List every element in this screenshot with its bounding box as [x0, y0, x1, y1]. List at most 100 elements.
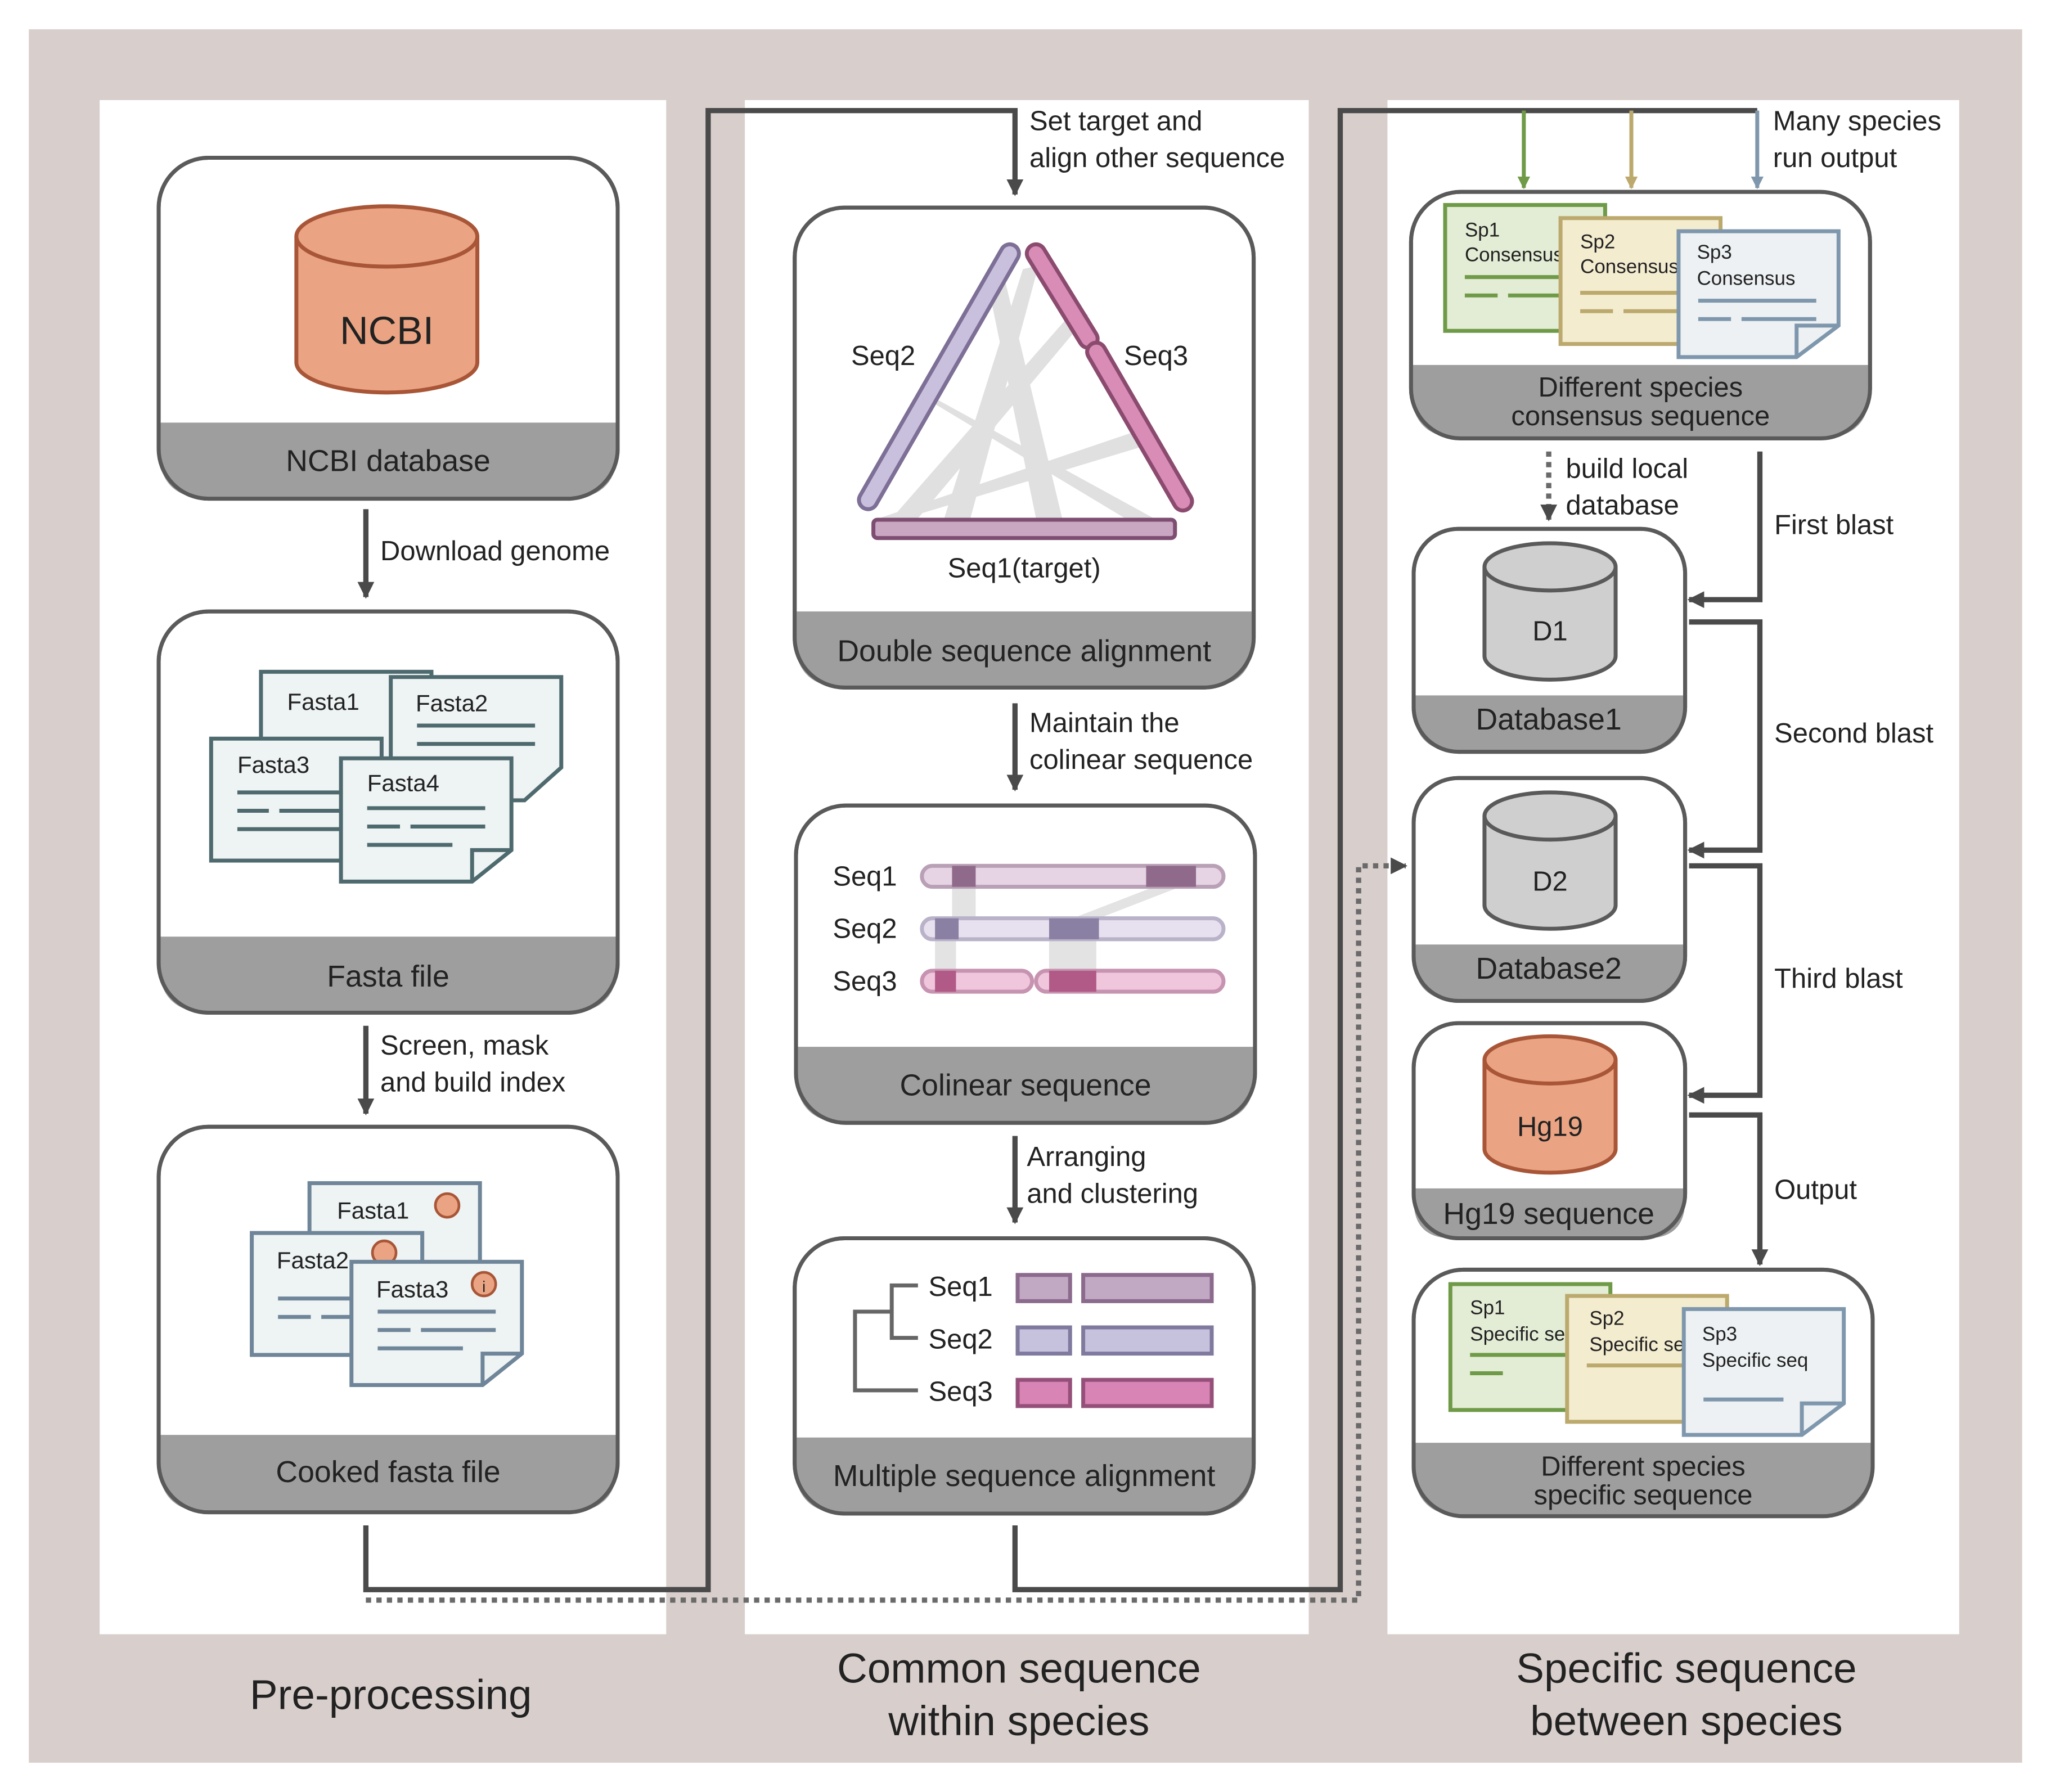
sp3-consensus-document-icon — [1676, 229, 1841, 359]
msa-tree-icon — [853, 1283, 918, 1393]
step-set-target-line1: Set target and — [1029, 106, 1202, 137]
hg19-box: Hg19 Hg19 sequence — [1411, 1021, 1688, 1240]
fasta3-doc-title: Fasta3 — [237, 751, 309, 778]
arrow-second-blast — [1687, 619, 1763, 859]
seq2-label: Seq2 — [851, 341, 915, 371]
colinear-box: Seq1 Seq2 Seq3 Colinear sequence — [794, 803, 1257, 1125]
sp1-specific-line2: Specific seq — [1470, 1323, 1576, 1345]
step-arranging-line2: and clustering — [1027, 1179, 1198, 1209]
msa-seq3-block-a — [1015, 1377, 1072, 1408]
d1-icon-text: D1 — [1532, 616, 1568, 646]
msa-seq1-block-a — [1015, 1273, 1072, 1303]
fasta2-doc-title: Fasta2 — [416, 690, 488, 716]
sp3-specific-document-icon — [1681, 1307, 1846, 1437]
ncbi-database-box: NCBI NCBI database — [156, 156, 620, 501]
column-title-pre-processing: Pre-processing — [250, 1671, 532, 1718]
ncbi-cylinder-icon — [294, 204, 480, 395]
connector-pre-to-common — [363, 107, 1024, 1592]
step-set-target-line2: align other sequence — [1029, 143, 1285, 173]
label-third-blast: Third blast — [1774, 963, 1903, 994]
consensus-label-line2: consensus sequence — [1511, 401, 1770, 431]
sp3-specific-line2: Specific seq — [1702, 1349, 1808, 1371]
connector-pre-to-database2-dotted — [366, 857, 1408, 1603]
fasta-file-label: Fasta file — [327, 960, 449, 993]
consensus-box: Sp1 Consensus Sp2 Consensus Sp3 Consensu… — [1409, 190, 1872, 440]
hg19-cylinder-icon — [1482, 1034, 1618, 1175]
sp3-consensus-line2: Consensus — [1697, 268, 1796, 290]
sp3-specific-line1: Sp3 — [1702, 1323, 1737, 1345]
d2-cylinder-icon — [1482, 790, 1618, 931]
database2-box: D2 Database2 — [1411, 776, 1688, 1003]
msa-seq2-block-b — [1081, 1325, 1214, 1356]
msa-seq3-label: Seq3 — [928, 1377, 992, 1407]
step-maintain-line1: Maintain the — [1029, 708, 1180, 739]
step-screen-line1: Screen, mask — [380, 1030, 549, 1061]
sp1-specific-line1: Sp1 — [1470, 1297, 1505, 1319]
seq3-label: Seq3 — [1124, 341, 1188, 371]
connector-common-to-specific — [1012, 107, 1757, 1592]
database1-label: Database1 — [1476, 703, 1621, 736]
ncbi-database-label: NCBI database — [286, 444, 491, 478]
seq1-target-bar — [871, 517, 1177, 541]
fasta1-doc-title: Fasta1 — [287, 688, 359, 715]
colinear-label: Colinear sequence — [899, 1068, 1151, 1102]
cooked-fasta2-doc-title: Fasta2 — [277, 1247, 349, 1273]
database2-label: Database2 — [1476, 952, 1621, 985]
alignment-ribbons — [878, 265, 1154, 519]
arrow-third-blast — [1687, 863, 1763, 1104]
colinear-seq2-label: Seq2 — [833, 914, 897, 944]
column-title-specific-line1: Specific sequence — [1516, 1645, 1856, 1692]
d2-icon-text: D2 — [1532, 867, 1568, 897]
msa-seq2-block-a — [1015, 1325, 1072, 1356]
sp2-consensus-line2: Consensus — [1580, 256, 1679, 278]
svg-text:i: i — [482, 1278, 485, 1295]
step-download-genome: Download genome — [380, 536, 610, 566]
cooked-fasta-label: Cooked fasta file — [276, 1455, 500, 1489]
cooked-fasta3-doc-title: Fasta3 — [376, 1276, 448, 1302]
step-build-local-line1: build local — [1566, 453, 1688, 484]
column-title-specific-line2: between species — [1530, 1697, 1843, 1744]
step-screen-line2: and build index — [380, 1067, 565, 1097]
label-second-blast: Second blast — [1774, 718, 1933, 749]
colinear-seq3-label: Seq3 — [833, 966, 897, 997]
msa-label: Multiple sequence alignment — [833, 1459, 1216, 1493]
hg19-label: Hg19 sequence — [1443, 1197, 1654, 1231]
step-arranging-line1: Arranging — [1027, 1142, 1146, 1172]
cooked-fasta3-document-icon: i — [349, 1259, 524, 1388]
database1-box: D1 Database1 — [1411, 526, 1688, 754]
sp1-consensus-line2: Consensus — [1465, 244, 1563, 266]
msa-seq1-label: Seq1 — [928, 1272, 992, 1302]
step-many-species-line2: run output — [1773, 143, 1897, 173]
sp3-consensus-line1: Sp3 — [1697, 241, 1732, 263]
consensus-label-line1: Different species — [1539, 372, 1743, 403]
msa-seq2-label: Seq2 — [928, 1324, 992, 1354]
colinear-links — [935, 886, 1181, 971]
specific-label-line1: Different species — [1541, 1451, 1746, 1482]
sp2-consensus-line1: Sp2 — [1580, 231, 1615, 253]
sp2-specific-line2: Specific seq — [1589, 1334, 1695, 1356]
msa-seq3-block-b — [1081, 1377, 1214, 1408]
msa-seq1-block-b — [1081, 1273, 1214, 1303]
column-title-common-line1: Common sequence — [837, 1645, 1201, 1692]
colinear-seq1-label: Seq1 — [833, 861, 897, 892]
sp1-consensus-line1: Sp1 — [1465, 219, 1500, 241]
specific-label-line2: specific sequence — [1533, 1480, 1752, 1511]
msa-box: Seq1 Seq2 Seq3 Multiple sequence alignme… — [793, 1236, 1256, 1516]
fasta-file-box: Fasta1 Fasta2 Fasta3 Fasta4 Fasta file — [156, 609, 620, 1015]
fasta4-doc-title: Fasta4 — [367, 770, 439, 796]
hg19-icon-text: Hg19 — [1517, 1112, 1583, 1142]
double-alignment-label: Double sequence alignment — [837, 634, 1211, 668]
label-first-blast: First blast — [1774, 510, 1893, 541]
cooked-fasta-box: Fasta1 Fasta2 i Fasta3 Cooked fasta file — [156, 1124, 620, 1515]
arrow-output — [1689, 1112, 1769, 1267]
seq1-target-label: Seq1(target) — [948, 553, 1101, 584]
arrow-first-blast — [1687, 451, 1763, 609]
step-maintain-line2: colinear sequence — [1029, 745, 1253, 775]
step-build-local-line2: database — [1566, 490, 1679, 521]
label-output: Output — [1774, 1175, 1857, 1205]
column-title-common-line2: within species — [888, 1697, 1149, 1744]
specific-box: Sp1 Specific seq Sp2 Specific seq Sp3 Sp… — [1411, 1267, 1875, 1519]
step-many-species-line1: Many species — [1773, 106, 1941, 137]
double-alignment-box: Seq2 Seq3 Seq1(target) Double sequence a… — [793, 205, 1256, 690]
